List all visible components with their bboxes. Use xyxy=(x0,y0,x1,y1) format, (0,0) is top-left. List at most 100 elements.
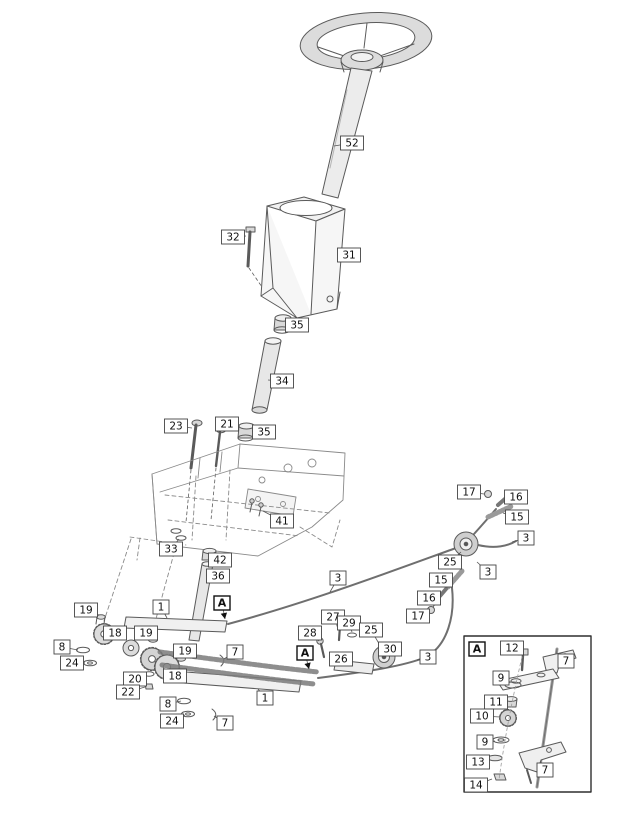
svg-text:9: 9 xyxy=(482,737,489,749)
callout-35: 35 xyxy=(251,424,276,440)
svg-text:7: 7 xyxy=(542,765,549,777)
callout-10-inset: 10 xyxy=(470,708,501,724)
svg-text:28: 28 xyxy=(303,628,316,640)
svg-text:34: 34 xyxy=(275,376,289,388)
callout-7-inset: 7 xyxy=(536,762,554,778)
callout-7-inset: 7 xyxy=(557,653,575,669)
svg-text:7: 7 xyxy=(222,718,229,730)
svg-text:24: 24 xyxy=(65,658,79,670)
svg-text:7: 7 xyxy=(232,647,239,659)
callout-21: 21 xyxy=(215,416,239,432)
svg-text:30: 30 xyxy=(383,644,396,656)
svg-text:27: 27 xyxy=(326,612,339,624)
svg-text:A: A xyxy=(218,597,227,610)
callout-A-inset: A xyxy=(468,641,486,657)
callout-18: 18 xyxy=(103,625,127,641)
callout-24: 24 xyxy=(160,713,186,729)
svg-text:33: 33 xyxy=(164,544,177,556)
callout-7: 7 xyxy=(213,715,234,731)
steering-console xyxy=(260,196,346,319)
callout-14-inset: 14 xyxy=(464,777,493,793)
callout-26: 26 xyxy=(329,651,353,667)
callout-11-inset: 11 xyxy=(484,694,508,710)
svg-text:22: 22 xyxy=(121,687,134,699)
callout-17: 17 xyxy=(457,484,485,500)
pulley-25-upper xyxy=(453,531,479,557)
svg-text:35: 35 xyxy=(257,427,270,439)
svg-text:3: 3 xyxy=(335,573,342,585)
svg-text:3: 3 xyxy=(425,652,432,664)
callout-17: 17 xyxy=(406,608,430,624)
svg-text:12: 12 xyxy=(505,643,518,655)
callout-16: 16 xyxy=(417,590,442,606)
washers-33 xyxy=(129,528,187,546)
callout-16: 16 xyxy=(503,489,528,505)
callout-29: 29 xyxy=(337,615,361,633)
callout-15: 15 xyxy=(502,509,529,525)
svg-text:15: 15 xyxy=(434,575,447,587)
svg-text:35: 35 xyxy=(290,320,303,332)
svg-text:8: 8 xyxy=(59,642,66,654)
svg-text:32: 32 xyxy=(226,232,239,244)
svg-text:16: 16 xyxy=(509,492,523,504)
callout-3: 3 xyxy=(476,561,497,580)
callout-13-inset: 13 xyxy=(466,754,490,770)
svg-text:21: 21 xyxy=(220,419,233,431)
callout-9-inset: 9 xyxy=(476,734,496,750)
callout-25: 25 xyxy=(438,551,462,570)
svg-text:52: 52 xyxy=(345,138,358,150)
svg-text:42: 42 xyxy=(213,555,226,567)
callout-23: 23 xyxy=(164,418,193,434)
chassis-frame xyxy=(151,443,346,557)
svg-text:3: 3 xyxy=(523,533,530,545)
callout-18: 18 xyxy=(163,668,187,684)
svg-text:11: 11 xyxy=(489,697,502,709)
svg-text:31: 31 xyxy=(342,250,355,262)
callout-3: 3 xyxy=(511,530,535,546)
bolt-32 xyxy=(245,226,263,288)
svg-text:8: 8 xyxy=(165,699,172,711)
svg-text:1: 1 xyxy=(262,693,269,705)
callout-32: 32 xyxy=(221,229,247,245)
svg-text:26: 26 xyxy=(334,654,348,666)
callout-24: 24 xyxy=(60,655,85,671)
callout-33: 33 xyxy=(159,538,183,557)
svg-text:24: 24 xyxy=(165,716,179,728)
callout-3: 3 xyxy=(329,570,347,593)
svg-text:19: 19 xyxy=(79,605,92,617)
callout-27: 27 xyxy=(321,609,345,627)
svg-text:9: 9 xyxy=(498,673,505,685)
callout-3: 3 xyxy=(416,649,437,665)
shaft-34 xyxy=(251,337,282,414)
steering-shaft-upper xyxy=(321,67,373,199)
bushing-35-lower xyxy=(237,422,255,442)
callout-22: 22 xyxy=(116,684,146,700)
callout-A: A xyxy=(213,595,231,620)
svg-text:16: 16 xyxy=(422,593,436,605)
svg-text:14: 14 xyxy=(469,780,483,792)
svg-text:20: 20 xyxy=(128,674,141,686)
callout-1: 1 xyxy=(256,688,274,706)
svg-text:25: 25 xyxy=(364,625,377,637)
callout-52: 52 xyxy=(333,135,364,151)
svg-text:7: 7 xyxy=(563,656,570,668)
svg-text:1: 1 xyxy=(158,602,165,614)
steering-wheel xyxy=(299,12,433,73)
callout-41: 41 xyxy=(262,510,294,529)
callout-35: 35 xyxy=(285,317,309,333)
svg-text:17: 17 xyxy=(411,611,424,623)
callout-42: 42 xyxy=(208,552,232,568)
callout-7: 7 xyxy=(223,644,244,660)
callout-31: 31 xyxy=(337,247,361,263)
bolt-21 xyxy=(210,426,226,521)
svg-text:19: 19 xyxy=(139,628,152,640)
callout-A: A xyxy=(296,645,314,670)
callout-15: 15 xyxy=(429,572,453,588)
svg-text:A: A xyxy=(301,647,310,660)
callout-19: 19 xyxy=(134,625,158,641)
callout-9-inset: 9 xyxy=(492,670,511,686)
callout-28: 28 xyxy=(298,625,322,642)
